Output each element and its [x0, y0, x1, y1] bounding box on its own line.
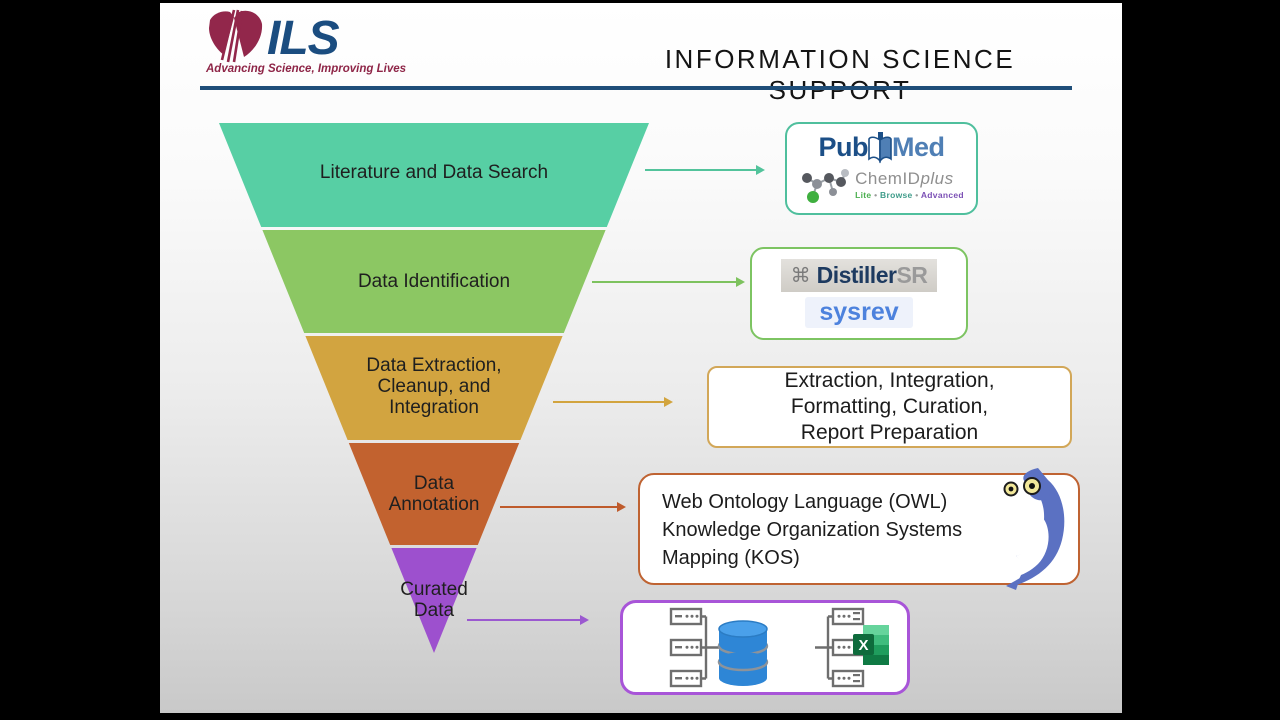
funnel-label-curated-data: Curated Data — [400, 579, 468, 621]
distillersr-logo: ⌘ DistillerSR — [780, 259, 938, 292]
funnel-segment-data-identification — [262, 230, 606, 333]
arrow-literature-to-pubmed — [645, 165, 765, 175]
chemid-lite-link: Lite — [855, 190, 872, 200]
ils-logo: ILS — [209, 9, 341, 65]
molecule-icon — [802, 168, 850, 203]
funnel-diagram: Literature and Data Search Data Identifi… — [219, 123, 649, 653]
distillersr-sysrev-box: ⌘ DistillerSR sysrev — [750, 247, 968, 340]
ils-logo-text: ILS — [267, 12, 340, 65]
pubmed-chemidplus-box: Pub Med — [785, 122, 978, 215]
funnel-label-literature-search: Literature and Data Search — [319, 162, 549, 183]
ils-logo-tagline: Advancing Science, Improving Lives — [206, 63, 407, 75]
curated-data-output-box: X — [620, 600, 910, 695]
owl-kos-box: Web Ontology Language (OWL) Knowledge Or… — [638, 468, 1080, 590]
distiller-sr-text: SR — [896, 262, 928, 288]
excel-icon: X — [853, 625, 889, 665]
funnel-segment-data-extraction — [305, 336, 563, 440]
arrow-extraction-to-services — [553, 397, 673, 407]
owl-logo-icon — [1003, 468, 1065, 590]
arrow-identification-to-distiller — [592, 277, 745, 287]
owl-kos-text: Web Ontology Language (OWL) Knowledge Or… — [662, 491, 963, 569]
chemid-browse-link: Browse — [880, 190, 913, 200]
pubmed-logo: Pub Med — [818, 131, 945, 164]
funnel-segment-literature-search — [219, 123, 649, 227]
header-divider — [200, 86, 1072, 90]
extraction-services-box: Extraction, Integration, Formatting, Cur… — [707, 366, 1072, 448]
chemidplus-logo: ChemIDplus Lite • Browse • Advanced — [799, 164, 964, 206]
command-icon: ⌘ — [790, 265, 811, 287]
chemidplus-links: Lite • Browse • Advanced — [855, 190, 964, 200]
database-diagram: X — [669, 607, 889, 688]
svg-text:X: X — [858, 637, 868, 654]
pubmed-med-text: Med — [892, 132, 945, 162]
funnel-label-data-extraction: Data Extraction, Cleanup, and Integratio… — [366, 355, 502, 418]
open-book-icon — [868, 131, 892, 163]
page-title: INFORMATION SCIENCE SUPPORT — [664, 44, 1016, 105]
funnel-label-data-identification: Data Identification — [357, 271, 511, 292]
database-icon — [717, 620, 769, 686]
distiller-text: Distiller — [816, 262, 897, 288]
arrow-annotation-to-owl — [500, 502, 626, 512]
ils-logo-mark — [209, 9, 263, 63]
funnel-label-data-annotation: Data Annotation — [388, 473, 480, 515]
pubmed-pub-text: Pub — [818, 132, 869, 162]
chemidplus-text: ChemIDplus — [855, 169, 954, 188]
sysrev-logo: sysrev — [805, 297, 913, 328]
arrow-curated-to-database — [467, 615, 589, 625]
chemid-advanced-link: Advanced — [920, 190, 964, 200]
